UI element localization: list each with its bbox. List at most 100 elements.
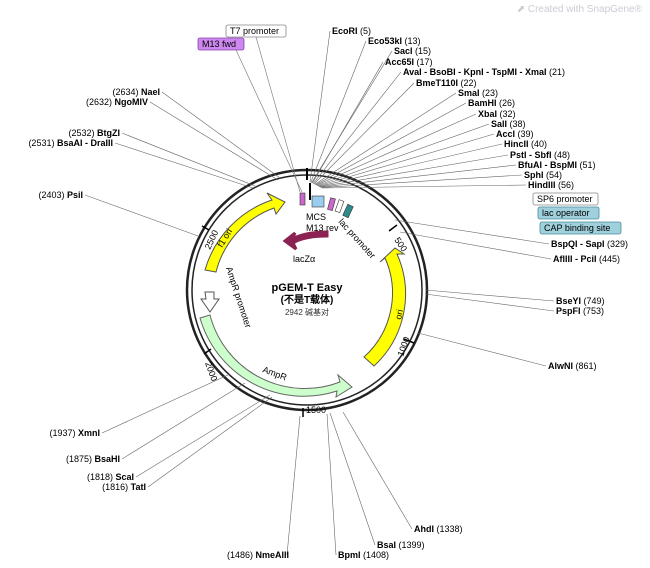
- leader-line: [315, 102, 467, 186]
- leader-line: [342, 411, 413, 530]
- leader-line: [312, 61, 384, 184]
- site-label-psii[interactable]: (2403) PsiI: [38, 190, 83, 200]
- site-label-hindiii[interactable]: HindIII (56): [528, 180, 574, 190]
- plasmid-size: 2942 碱基对: [285, 307, 329, 317]
- mcs-feature[interactable]: [311, 195, 325, 208]
- site-label-bseyi[interactable]: BseYI (749): [556, 296, 605, 306]
- site-label-bfuai-bspmi[interactable]: BfuAI - BspMI (51): [518, 160, 596, 170]
- leader-line: [84, 194, 199, 237]
- site-position: (48): [552, 150, 571, 160]
- site-name: BsaAI - DraIII: [57, 138, 113, 148]
- site-position: (39): [515, 129, 534, 139]
- site-label-bsaai-draiii[interactable]: (2531) BsaAI - DraIII: [28, 138, 113, 148]
- lac-promoter-feature[interactable]: [334, 199, 345, 214]
- site-label-smai[interactable]: SmaI (23): [458, 88, 498, 98]
- site-label-ahdi[interactable]: AhdI (1338): [414, 524, 463, 534]
- snapgene-logo-icon: ⬈: [516, 4, 526, 15]
- site-position: (15): [413, 46, 432, 56]
- site-label-pspfi[interactable]: PspFI (753): [556, 306, 604, 316]
- ampr-feature[interactable]: [199, 314, 353, 399]
- site-position: (1399): [396, 540, 425, 550]
- site-label-naei[interactable]: (2634) NaeI: [112, 87, 160, 97]
- site-label-acc65i[interactable]: Acc65I (17): [385, 57, 433, 67]
- site-label-ecori[interactable]: EcoRI (5): [332, 26, 371, 36]
- ampr-promoter-label: AmpR promoter: [224, 266, 253, 330]
- site-name: PspFI: [556, 306, 581, 316]
- ori-feature[interactable]: [363, 247, 407, 367]
- site-label-ngomiv[interactable]: (2632) NgoMIV: [86, 97, 148, 107]
- t7-promoter-feature[interactable]: [299, 192, 306, 206]
- site-name: AvaI - BsoBI - KpnI - TspMI - XmaI: [403, 67, 547, 77]
- site-name: BamHI: [468, 98, 497, 108]
- site-position: (2403): [38, 190, 67, 200]
- site-name: Acc65I: [385, 57, 414, 67]
- site-label-acci[interactable]: AccI (39): [496, 129, 534, 139]
- f1-ori-feature[interactable]: [204, 192, 286, 273]
- leader-line: [320, 164, 517, 188]
- leader-line: [147, 396, 273, 488]
- site-name: TatI: [131, 482, 146, 492]
- site-label-bspqi-sapi[interactable]: BspQI - SapI (329): [551, 239, 628, 249]
- site-label-bsahi[interactable]: (1875) BsaHI: [66, 454, 120, 464]
- leader-line: [424, 289, 555, 302]
- mcs-label: MCS: [306, 212, 326, 222]
- site-position: (329): [605, 239, 629, 249]
- lacz-alpha-arrow[interactable]: [282, 230, 329, 251]
- lac-operator-label: lac operator: [542, 208, 590, 218]
- cap-binding-box[interactable]: [539, 221, 622, 235]
- site-label-eco53ki[interactable]: Eco53kI (13): [368, 36, 421, 46]
- leader-line: [121, 382, 246, 460]
- site-label-bmet110i[interactable]: BmeT110I (22): [416, 78, 477, 88]
- leader-line: [321, 184, 527, 189]
- site-name: PsiI: [67, 190, 83, 200]
- cap-binding-label: CAP binding site: [544, 223, 610, 233]
- site-name: SmaI: [458, 88, 480, 98]
- ampr-promoter-arrow[interactable]: [200, 291, 220, 313]
- site-position: (51): [577, 160, 596, 170]
- scale-label-2000: 2000: [203, 360, 219, 382]
- site-name: SalI: [491, 119, 507, 129]
- sp6-promoter-box[interactable]: [532, 192, 599, 206]
- site-label-afliii-pcii[interactable]: AflIII - PciI (445): [553, 254, 620, 264]
- leader-line: [417, 332, 547, 367]
- plasmid-subtitle: (不是T载体): [281, 293, 334, 306]
- site-label-tati[interactable]: (1816) TatI: [102, 482, 146, 492]
- scale-label-1500: 1500: [306, 405, 326, 415]
- leader-line: [121, 132, 256, 187]
- lac-operator-box[interactable]: [537, 206, 600, 220]
- site-label-alwni[interactable]: AlwNI (861): [548, 361, 597, 371]
- site-label-xbai[interactable]: XbaI (32): [478, 109, 516, 119]
- site-label-nmeaiii[interactable]: (1486) NmeAIII: [227, 550, 289, 560]
- site-label-saci[interactable]: SacI (15): [394, 46, 431, 56]
- site-label-xmni[interactable]: (1937) XmnI: [49, 428, 100, 438]
- site-position: (54): [544, 170, 563, 180]
- cap-binding-feature[interactable]: [342, 203, 354, 219]
- site-position: (1408): [361, 550, 390, 560]
- scale-tick-1000: [403, 338, 415, 344]
- site-position: (1816): [102, 482, 131, 492]
- m13-fwd-box[interactable]: [197, 37, 245, 51]
- site-position: (1338): [434, 524, 463, 534]
- leader-line: [313, 82, 415, 185]
- site-label-hincii[interactable]: HincII (40): [504, 139, 547, 149]
- site-label-avai-bsobi-kpni-tspmi-xmai[interactable]: AvaI - BsoBI - KpnI - TspMI - XmaI (21): [403, 67, 565, 77]
- site-label-psti-sbfi[interactable]: PstI - SbfI (48): [510, 150, 570, 160]
- site-name: BseYI: [556, 296, 581, 306]
- sp6-promoter-feature[interactable]: [327, 197, 336, 211]
- site-label-sphi[interactable]: SphI (54): [524, 170, 562, 180]
- site-position: (1875): [66, 454, 95, 464]
- site-position: (2632): [86, 97, 115, 107]
- site-label-btgzi[interactable]: (2532) BtgZI: [68, 128, 120, 138]
- site-label-sali[interactable]: SalI (38): [491, 119, 526, 129]
- site-label-scai[interactable]: (1818) ScaI: [87, 472, 134, 482]
- site-label-bamhi[interactable]: BamHI (26): [468, 98, 515, 108]
- site-name: NmeAIII: [255, 550, 289, 560]
- leader-line: [311, 50, 393, 183]
- site-label-bpmi[interactable]: BpmI (1408): [338, 550, 389, 560]
- site-name: AccI: [496, 129, 515, 139]
- leader-line: [101, 373, 231, 434]
- t7-leader: [255, 36, 301, 193]
- leader-line: [329, 412, 376, 546]
- t7-promoter-label: T7 promoter: [230, 26, 279, 36]
- site-label-bsai[interactable]: BsaI (1399): [377, 540, 425, 550]
